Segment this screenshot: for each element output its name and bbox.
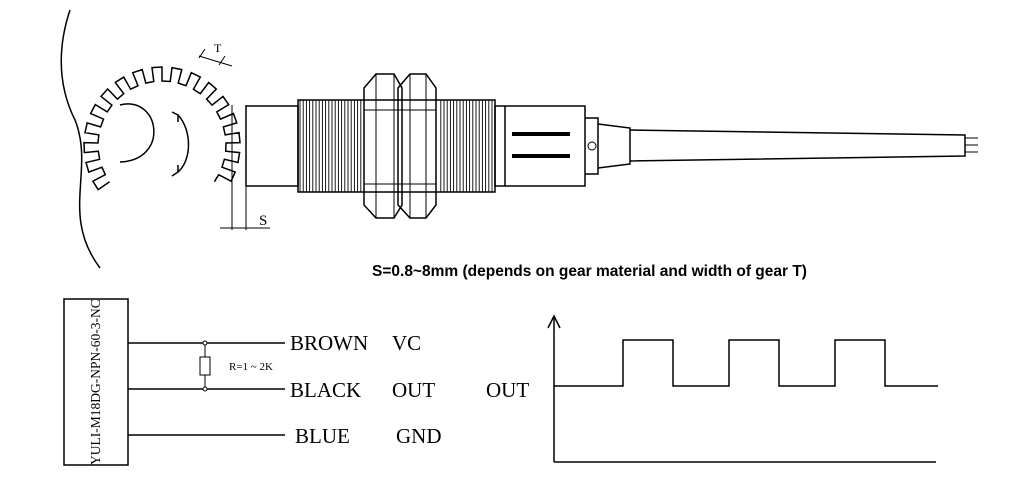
wire-blue-signal: GND xyxy=(396,424,442,448)
cable-wire-ends xyxy=(965,137,978,153)
gear-bore-arc xyxy=(119,103,155,163)
output-label: OUT xyxy=(486,378,529,402)
indicator-slots xyxy=(512,132,570,158)
cable xyxy=(629,129,966,162)
wiring-diagram: YULI-M18DG-NPN-60-3-NC R=1 ~ 2K BROWN VC… xyxy=(63,298,529,466)
barrel-threads xyxy=(299,100,493,192)
cable-gland xyxy=(585,117,599,175)
gear-hub-outline xyxy=(60,9,101,269)
gap-dimension: S xyxy=(220,105,270,230)
axis-arrow-icon xyxy=(547,314,561,329)
resistor-label: R=1 ~ 2K xyxy=(229,361,273,373)
tooth-width-label: T xyxy=(214,41,222,55)
rotation-arrowhead-top xyxy=(171,111,179,122)
wire-brown-signal: VC xyxy=(392,331,421,355)
lock-nut-right xyxy=(397,73,437,219)
output-waveform xyxy=(547,314,938,463)
gear-wheel xyxy=(60,9,241,269)
sensor-model-label: YULI-M18DG-NPN-60-3-NC xyxy=(88,299,103,465)
gear-teeth xyxy=(83,66,241,191)
pulse-train xyxy=(554,339,938,387)
gap-label: S xyxy=(259,213,267,229)
gap-spec-note: S=0.8~8mm (depends on gear material and … xyxy=(372,263,807,280)
rotation-arrowhead-bottom xyxy=(171,165,179,177)
wire-black-signal: OUT xyxy=(392,378,435,402)
strain-relief xyxy=(597,123,631,169)
wire-blue-color: BLUE xyxy=(295,424,350,448)
gland-screw xyxy=(587,141,597,151)
pull-up-resistor xyxy=(199,340,211,392)
rotation-arrow-icon xyxy=(177,114,190,173)
sensing-face xyxy=(245,105,299,187)
wire-black-color: BLACK xyxy=(290,378,361,402)
wire-brown-color: BROWN xyxy=(290,331,368,355)
threaded-barrel xyxy=(297,99,496,193)
lock-nut-left xyxy=(363,73,403,219)
tooth-width-dimension: T xyxy=(198,41,233,67)
rear-housing xyxy=(494,105,586,187)
sensor-body xyxy=(245,73,978,219)
sensor-model-box xyxy=(63,298,129,466)
